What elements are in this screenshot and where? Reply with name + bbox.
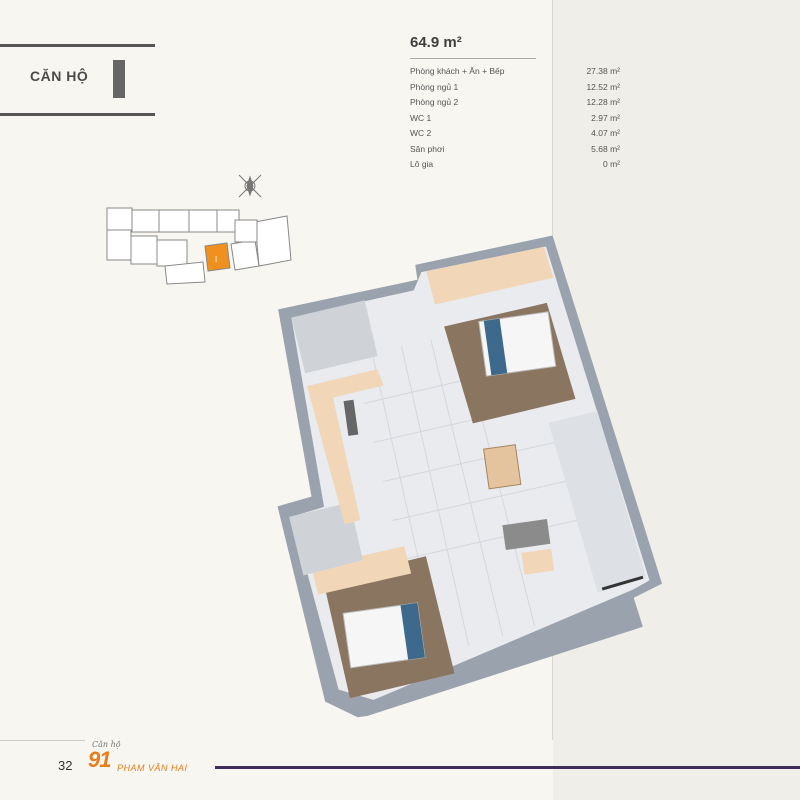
brand-number: 91 (88, 747, 112, 772)
room-name: Sân phơi (410, 143, 445, 154)
footer-left-rule (0, 740, 85, 741)
room-row: Phòng ngủ 1 12.52 m² (410, 80, 620, 96)
highlighted-unit-label: I (215, 255, 217, 264)
room-name: Phòng ngủ 2 (410, 97, 459, 107)
room-area: 2.97 m² (591, 112, 620, 123)
room-name: Phòng khách + Ăn + Bếp (410, 66, 505, 76)
section-marker (113, 60, 125, 98)
footer-rule (215, 766, 800, 769)
room-row: WC 1 2.97 m² (410, 111, 620, 127)
room-row: Phòng ngủ 2 12.28 m² (410, 95, 620, 111)
key-plan: I (106, 174, 292, 285)
room-area-table: Phòng khách + Ăn + Bếp 27.38 m² Phòng ngủ… (410, 64, 620, 173)
header-bottom-rule (0, 113, 155, 116)
compass-icon (238, 174, 262, 198)
brand-name: PHẠM VĂN HAI (117, 763, 188, 773)
room-area: 5.68 m² (591, 143, 620, 154)
drying-yard (548, 410, 647, 593)
header-top-rule (0, 44, 155, 47)
stove-icon (343, 399, 359, 436)
page-number: 32 (58, 758, 73, 773)
sofa-icon (502, 519, 555, 575)
section-title: CĂN HỘ (30, 68, 89, 84)
highlighted-unit: I (204, 242, 231, 272)
bedroom-2-wardrobe (311, 546, 412, 595)
room-row: Phòng khách + Ăn + Bếp 27.38 m² (410, 64, 620, 80)
apartment-area-title: 64.9 m² (410, 34, 462, 51)
dining-table (483, 444, 522, 490)
room-name: Lô gia (410, 159, 434, 169)
room-row: WC 2 4.07 m² (410, 126, 620, 142)
room-area: 12.28 m² (586, 97, 620, 107)
balcony-rail (601, 575, 644, 591)
room-name: WC 1 (410, 112, 432, 123)
room-name: WC 2 (410, 128, 432, 138)
bedroom-1-wardrobe (426, 246, 554, 305)
room-area: 0 m² (603, 159, 620, 169)
building-outline (106, 207, 292, 285)
kitchen-counter (307, 369, 384, 525)
area-title-rule (410, 58, 536, 59)
wc-1 (291, 300, 378, 374)
bed-icon (478, 311, 557, 377)
room-name: Phòng ngủ 1 (410, 81, 459, 92)
room-area: 12.52 m² (586, 81, 620, 92)
room-area: 27.38 m² (586, 66, 620, 76)
room-area: 4.07 m² (591, 128, 620, 138)
bed-icon (342, 602, 426, 669)
room-row: Sân phơi 5.68 m² (410, 142, 620, 158)
brand-prefix: Căn hộ (92, 740, 121, 749)
floor-plan (277, 235, 663, 718)
room-row: Lô gia 0 m² (410, 157, 620, 173)
